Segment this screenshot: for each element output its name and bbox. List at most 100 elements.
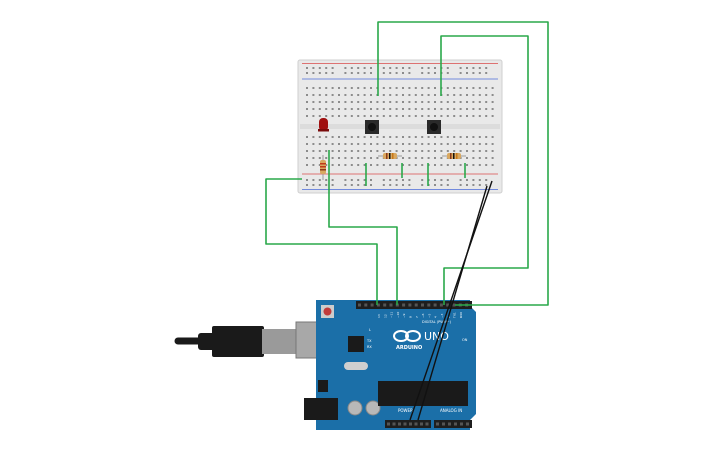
arduino-uno[interactable]: ARDUINO UNO DIGITAL (PWM~) ANALOG IN POW… [174,300,476,430]
rail-hole [446,67,449,69]
digital-header-pin[interactable] [358,303,361,307]
power-header-pin[interactable] [398,422,401,426]
analog-header-pin[interactable] [460,422,463,426]
rail-hole [350,179,353,181]
terminal-hole [466,94,468,96]
led-body [319,118,328,131]
terminal-hole [472,143,475,145]
analog-header-pin[interactable] [466,422,469,426]
terminal-hole [485,101,488,103]
red-led[interactable] [318,118,329,132]
analog-header [434,420,472,428]
power-header-pin[interactable] [414,422,418,426]
analog-header-pin[interactable] [436,422,439,426]
rail-hole [421,72,424,74]
rail-hole [325,72,328,74]
usb-plug-boot [198,333,216,350]
terminal-hole [427,157,430,159]
terminal-hole [306,150,308,152]
rail-hole [427,72,430,74]
terminal-hole [344,157,347,159]
terminal-hole [306,115,308,117]
terminal-hole [312,108,315,110]
power-header-pin[interactable] [392,422,396,426]
terminal-hole [459,143,462,145]
rail-hole [395,72,398,74]
terminal-hole [395,115,398,117]
rail-hole [395,179,398,181]
terminal-hole [472,150,475,152]
terminal-hole [325,150,328,152]
terminal-hole [402,150,404,152]
pushbutton-2[interactable] [427,120,441,134]
terminal-hole [446,115,449,117]
power-header-pin[interactable] [425,422,429,426]
terminal-hole [382,150,385,152]
rail-hole [408,67,411,69]
terminal-hole [408,136,411,138]
terminal-hole [440,101,443,103]
terminal-hole [466,157,468,159]
resistor-3[interactable] [320,155,326,180]
digital-header-pin[interactable] [376,303,380,307]
terminal-hole [402,157,404,159]
digital-header-pin[interactable] [427,303,431,307]
digital-header-pin[interactable] [370,303,374,307]
terminal-hole [350,115,353,117]
resistor-1[interactable] [378,153,402,159]
terminal-hole [357,94,360,96]
digital-pin-label: 13 [377,314,381,318]
terminal-hole [363,94,366,96]
terminal-hole [408,101,411,103]
terminal-hole [453,150,456,152]
rail-hole [312,179,315,181]
terminal-hole [472,115,475,117]
rail-hole [318,67,321,69]
terminal-hole [331,101,334,103]
terminal-hole [440,157,443,159]
pushbutton-1[interactable] [365,120,379,134]
terminal-hole [491,164,494,166]
analog-pins-label: ANALOG IN [440,408,462,413]
breadboard[interactable] [297,59,503,194]
digital-header-pin[interactable] [439,303,443,307]
resistor-2[interactable] [442,153,466,159]
terminal-hole [427,143,430,145]
analog-header-pin[interactable] [454,422,457,426]
power-header-pin[interactable] [403,422,407,426]
l-led-label: L [369,328,371,332]
digital-header-pin[interactable] [389,303,393,307]
terminal-hole [350,101,353,103]
digital-header-pin[interactable] [452,303,456,307]
digital-header-pin[interactable] [414,303,418,307]
digital-header-pin[interactable] [433,303,437,307]
terminal-hole [363,143,366,145]
analog-header-pin[interactable] [448,422,451,426]
terminal-hole [370,136,372,138]
digital-header-pin[interactable] [446,303,450,307]
power-header-pin[interactable] [409,422,412,426]
digital-header-pin[interactable] [364,303,368,307]
digital-header-pin[interactable] [402,303,406,307]
terminal-hole [434,115,436,117]
terminal-hole [485,87,488,89]
terminal-hole [318,94,321,96]
terminal-hole [357,157,360,159]
terminal-hole [427,87,430,89]
terminal-hole [331,143,334,145]
digital-header-pin[interactable] [408,303,412,307]
terminal-hole [389,143,392,145]
power-header-pin[interactable] [387,422,390,426]
analog-header-pin[interactable] [442,422,445,426]
rail-hole [306,67,308,69]
wire-rail-to-gnd [265,178,378,305]
rail-hole [472,67,475,69]
rail-hole [446,184,449,186]
arduino-logo [393,330,421,342]
power-header-pin[interactable] [420,422,423,426]
digital-header-pin[interactable] [383,303,387,307]
digital-header-pin[interactable] [421,303,424,307]
led-base [318,129,329,132]
terminal-hole [491,150,494,152]
terminal-hole [421,87,424,89]
